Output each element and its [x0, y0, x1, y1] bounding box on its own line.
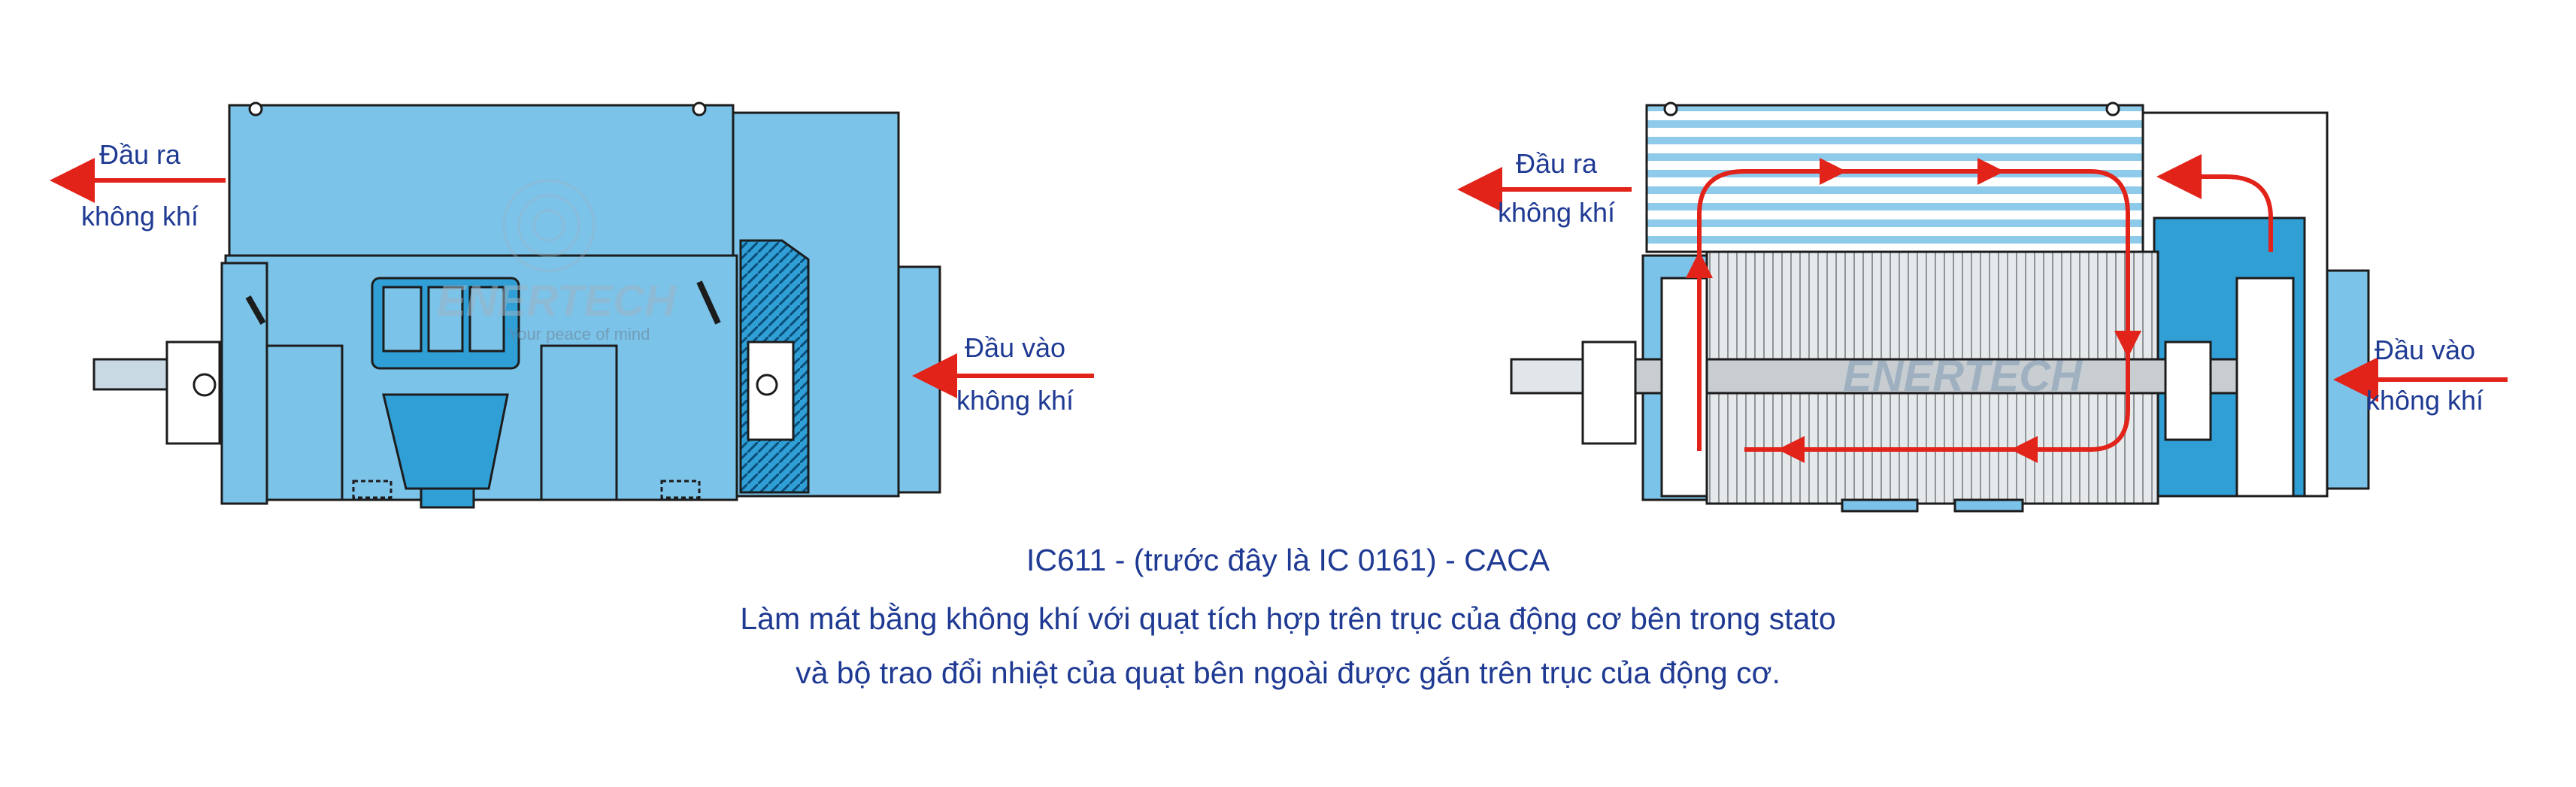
caption-title: IC611 - (trước đây là IC 0161) - CACA [1026, 543, 1550, 577]
left-outlet-label-line2: không khí [81, 201, 199, 232]
right-inlet-label-line2: không khí [2366, 385, 2484, 416]
internal-air-loop [1686, 158, 2141, 463]
left-inlet-label-line2: không khí [956, 385, 1074, 416]
right-outlet-label-line1: Đầu ra [1516, 148, 1598, 179]
left-watermark-logo [502, 179, 596, 272]
caption-line3: và bộ trao đổi nhiệt của quạt bên ngoài … [796, 655, 1780, 690]
right-inlet-label-line1: Đầu vào [2374, 334, 2475, 365]
left-outlet-label-line1: Đầu ra [99, 139, 181, 170]
left-motor-body [92, 101, 941, 509]
left-motor-diagram: Đầu ra không khí [50, 101, 1094, 509]
right-watermark-brand: ENERTECH [1843, 352, 2083, 401]
right-outlet-label-line2: không khí [1498, 197, 1615, 228]
left-watermark-brand: ENERTECH [437, 277, 677, 325]
caption-line2: Làm mát bằng không khí với quạt tích hợp… [740, 601, 1836, 636]
external-air-path [2156, 154, 2273, 252]
left-inlet-label-line1: Đầu vào [965, 332, 1065, 363]
right-motor-diagram: Đầu ra không khí [1457, 101, 2508, 513]
left-watermark-tagline: Your peace of mind [508, 325, 650, 344]
